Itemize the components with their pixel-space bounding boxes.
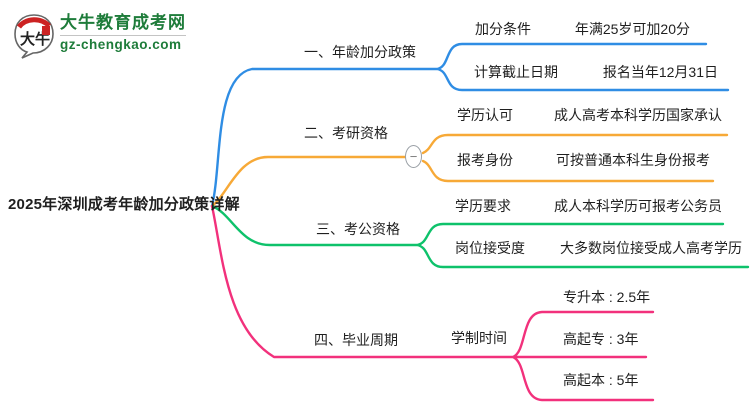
- site-logo: 大牛 大牛教育成考网 gz-chengkao.com: [12, 13, 186, 59]
- branch4-line: [210, 204, 655, 402]
- branch3-label: 三、考公资格: [316, 221, 400, 237]
- branch1-child1-value: 年满25岁可加20分: [574, 21, 690, 37]
- branch2-collapse-button[interactable]: −: [405, 145, 422, 168]
- branch3-line: [210, 204, 750, 269]
- branch2-child2-label: 报考身份: [457, 152, 513, 168]
- branch2-child1-label: 学历认可: [457, 107, 513, 123]
- branch3-child2-value: 大多数岗位接受成人高考学历: [560, 240, 742, 256]
- logo-title: 大牛教育成考网: [60, 13, 186, 32]
- branch2-label: 二、考研资格: [304, 125, 388, 141]
- logo-bubble-icon: 大牛: [14, 14, 54, 59]
- branch1-child2-value: 报名当年12月31日: [602, 64, 718, 80]
- logo-divider: [60, 35, 186, 36]
- branch1-line: [210, 42, 730, 208]
- branch3-child2-label: 岗位接受度: [455, 240, 525, 256]
- branch4-child1-label: 学制时间: [451, 330, 507, 346]
- branch2-line: [210, 133, 729, 208]
- branch3-child1-value: 成人本科学历可报考公务员: [554, 198, 722, 214]
- branch3-child1-label: 学历要求: [455, 198, 511, 214]
- logo-domain: gz-chengkao.com: [60, 37, 182, 52]
- root-node: 2025年深圳成考年龄加分政策详解: [8, 196, 240, 213]
- branch1-child2-label: 计算截止日期: [474, 64, 558, 80]
- branch2-child1-value: 成人高考本科学历国家承认: [554, 107, 722, 123]
- branch4-label: 四、毕业周期: [314, 332, 398, 348]
- branch4-leaf1: 专升本 : 2.5年: [563, 289, 651, 305]
- branch2-child2-value: 可按普通本科生身份报考: [556, 152, 710, 168]
- branch4-leaf3: 高起本 : 5年: [563, 372, 639, 388]
- branch4-leaf2: 高起专 : 3年: [563, 331, 639, 347]
- branch1-label: 一、年龄加分政策: [304, 44, 416, 60]
- branch1-child1-label: 加分条件: [475, 21, 531, 37]
